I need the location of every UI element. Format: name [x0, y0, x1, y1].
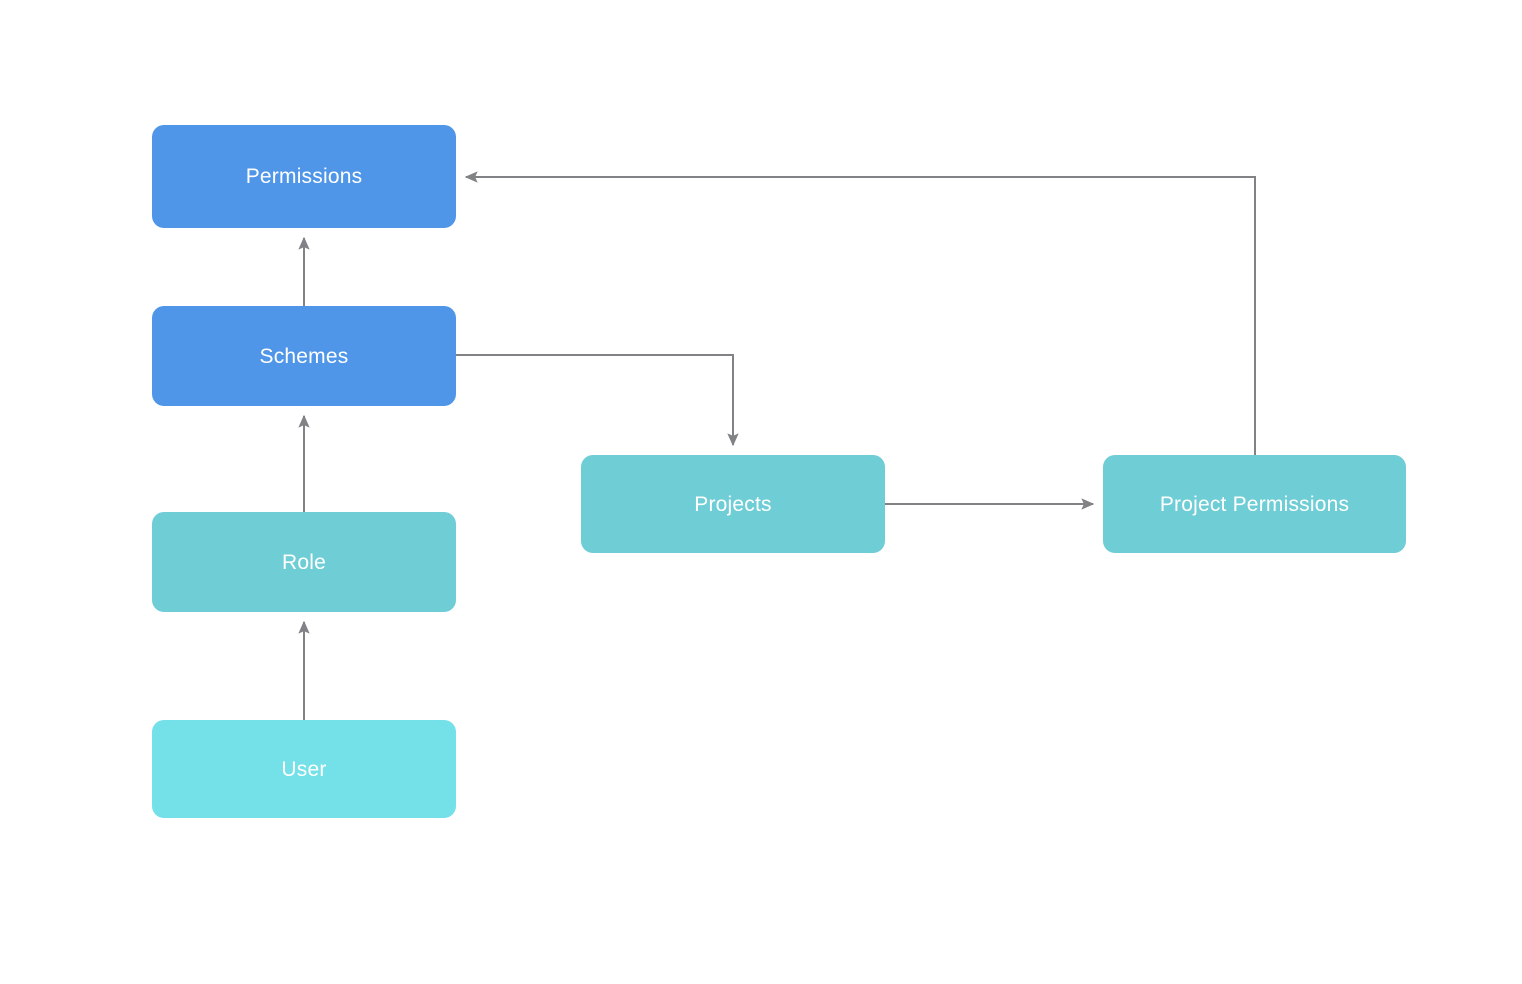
node-permissions-label: Permissions: [245, 165, 363, 188]
node-project-permissions[interactable]: Project Permissions: [1103, 455, 1406, 553]
node-projects-label: Projects: [694, 492, 772, 516]
edge-schemes-to-projects: [456, 354, 739, 447]
node-user-label: User: [281, 757, 327, 781]
edge-project-permissions-to-permissions: [464, 171, 1256, 455]
node-role[interactable]: Role: [152, 512, 456, 612]
node-project-permissions-label: Project Permissions: [1159, 492, 1350, 516]
node-permissions[interactable]: Permissions: [152, 125, 456, 228]
node-projects[interactable]: Projects: [581, 455, 885, 553]
node-schemes-label: Schemes: [259, 344, 349, 368]
node-role-label: Role: [282, 550, 326, 574]
node-schemes[interactable]: Schemes: [152, 306, 456, 406]
node-user[interactable]: User: [152, 720, 456, 818]
